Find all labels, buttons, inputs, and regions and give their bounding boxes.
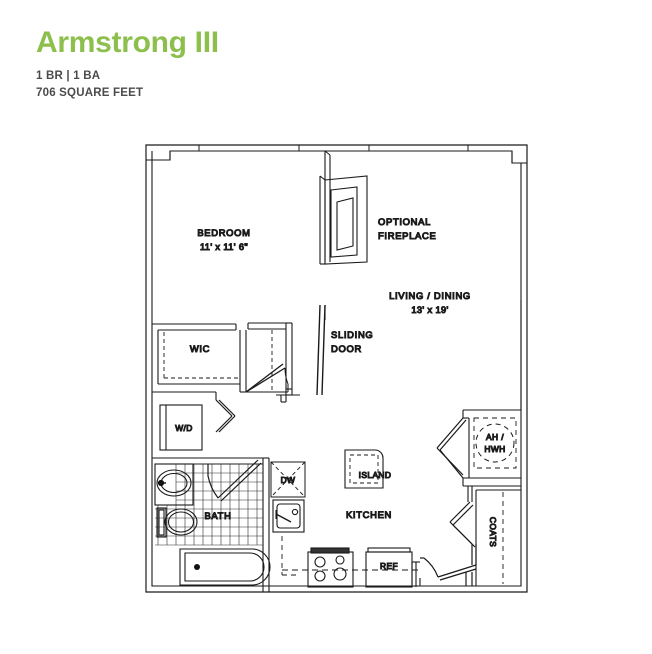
bedroom-partition-wall-cap <box>324 150 331 156</box>
fixture-label-refrigerator: REF <box>380 561 398 571</box>
bath-sink-basin <box>156 469 192 497</box>
plan-header: Armstrong III 1 BR | 1 BA 706 SQUARE FEE… <box>36 24 516 102</box>
kitchen-island-inner <box>349 454 379 484</box>
room-label-living: LIVING / DINING <box>389 290 471 301</box>
laundry-bifold-door <box>215 399 236 433</box>
air-handler-circle <box>475 423 515 463</box>
bath-door-swing <box>207 459 262 502</box>
bath-sink-faucet <box>157 479 166 487</box>
laundry-closet-walls <box>152 391 217 400</box>
room-dim-bedroom: 11' x 11' 6" <box>200 242 248 252</box>
fireplace-annotation-line2: FIREPLACE <box>378 230 436 241</box>
fireplace-unit <box>319 175 368 265</box>
window-top-right <box>368 144 469 152</box>
wic-walls <box>152 323 247 393</box>
dishwasher-unit <box>270 461 306 498</box>
bath-toilet <box>156 507 198 538</box>
window-top-left <box>198 144 300 152</box>
sliding-door-annotation-line1: SLIDING <box>331 329 373 340</box>
room-label-wic: WIC <box>190 343 210 354</box>
fireplace-annotation-line1: OPTIONAL <box>378 216 431 227</box>
sliding-door-annotation-line2: DOOR <box>331 343 362 354</box>
room-dim-living: 13' x 19' <box>411 305 448 315</box>
fixture-label-coats: COATS <box>488 517 498 547</box>
dishwasher-cross <box>270 461 306 498</box>
exterior-wall-outer <box>145 144 528 593</box>
sliding-door-assembly <box>247 304 326 403</box>
entry-door <box>420 557 477 586</box>
kitchen-island <box>344 449 384 489</box>
bath-walls <box>152 457 270 592</box>
room-label-kitchen: KITCHEN <box>346 509 392 520</box>
fixture-label-dishwasher: DW <box>281 475 296 485</box>
fixture-label-air-handler-line1: AH / <box>486 432 504 442</box>
refrigerator-unit <box>365 547 413 588</box>
air-handler-box <box>473 417 517 469</box>
square-feet-label: 706 SQUARE FEET <box>36 87 144 99</box>
beds-baths-label: 1 BR | 1 BA <box>36 70 101 82</box>
kitchen-wall-lower <box>411 561 440 587</box>
fixture-label-air-handler-line2: HWH <box>484 444 505 454</box>
fixture-label-washer-dryer: W/D <box>175 423 192 433</box>
wall-notch-top-right <box>511 151 527 164</box>
bathtub <box>179 548 271 586</box>
fixture-label-island: ISLAND <box>359 470 392 480</box>
kitchen-counter-dashed <box>281 536 300 576</box>
exterior-wall-inner <box>151 150 522 587</box>
room-label-bath: BATH <box>204 510 231 521</box>
kitchen-sink <box>272 499 305 533</box>
mechanical-closet-door <box>436 417 467 479</box>
bath-vanity <box>154 463 194 506</box>
bath-tile-floor <box>155 463 263 546</box>
page-title: Armstrong III <box>36 26 219 59</box>
wic-shelf-lines <box>163 332 238 379</box>
room-label-bedroom: BEDROOM <box>197 227 250 238</box>
mechanical-closet-walls <box>462 409 521 487</box>
wic-door-swing <box>245 363 289 393</box>
coats-closet-walls <box>467 486 521 587</box>
washer-dryer-unit <box>159 404 203 451</box>
kitchen-range <box>307 547 354 588</box>
coats-closet-door <box>449 501 477 565</box>
